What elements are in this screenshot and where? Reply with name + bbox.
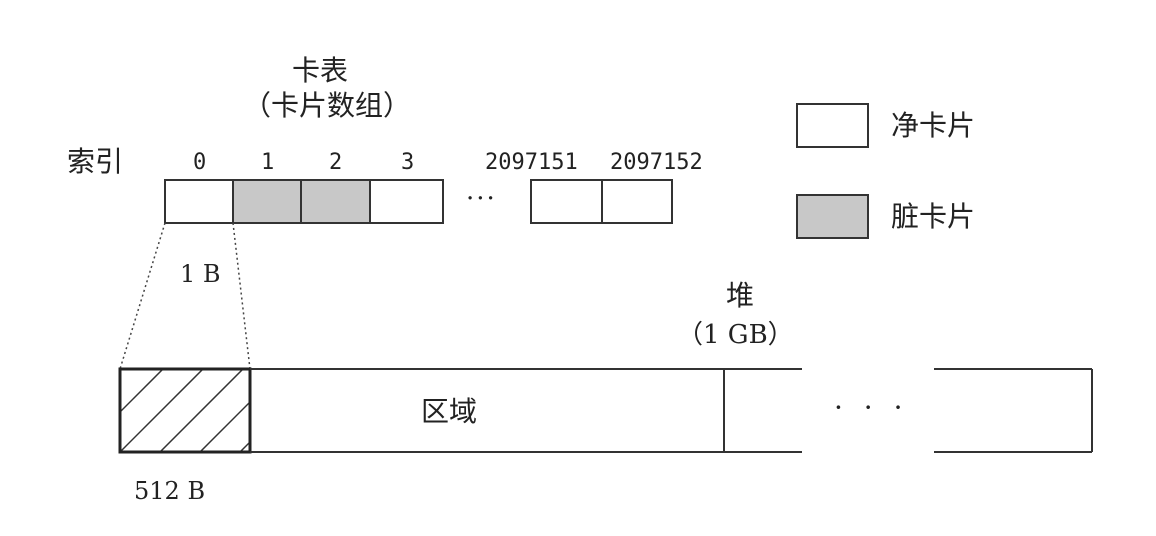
card-table-array [164, 179, 673, 224]
heap-continuation [724, 368, 802, 453]
mapping-line-left [119, 222, 166, 370]
card-cell-1 [232, 179, 302, 224]
heap-card-chunk [118, 367, 252, 454]
heap-region [250, 368, 725, 453]
index-0: 0 [193, 150, 207, 175]
index-3: 3 [401, 150, 415, 175]
region-label: 区域 [421, 395, 478, 428]
card-cell-3 [369, 179, 444, 224]
card-cell-2097151 [530, 179, 603, 224]
legend-clean-label: 净卡片 [891, 109, 976, 142]
legend-dirty-swatch [796, 194, 869, 239]
card-cell-2 [300, 179, 371, 224]
card-region-size-label: 512 B [134, 477, 206, 505]
legend-dirty-label: 脏卡片 [891, 200, 976, 233]
heap-ellipsis: · · · [834, 391, 909, 424]
card-table-subtitle: （卡片数组） [243, 89, 412, 122]
heap-title: 堆 [726, 279, 755, 312]
card-table-title: 卡表 [292, 54, 349, 87]
card-table-ellipsis: ··· [466, 184, 497, 214]
index-2097151: 2097151 [485, 150, 578, 175]
card-size-label: 1 B [180, 260, 221, 288]
legend-clean-swatch [796, 103, 869, 148]
heap-subtitle: （1 GB） [677, 320, 794, 350]
index-1: 1 [261, 150, 275, 175]
index-2097152: 2097152 [610, 150, 703, 175]
index-label: 索引 [67, 145, 124, 178]
index-2: 2 [329, 150, 343, 175]
mapping-line-right [232, 222, 251, 370]
card-cell-2097152 [601, 179, 673, 224]
heap-last-region [934, 368, 1093, 453]
card-cell-0 [164, 179, 234, 224]
